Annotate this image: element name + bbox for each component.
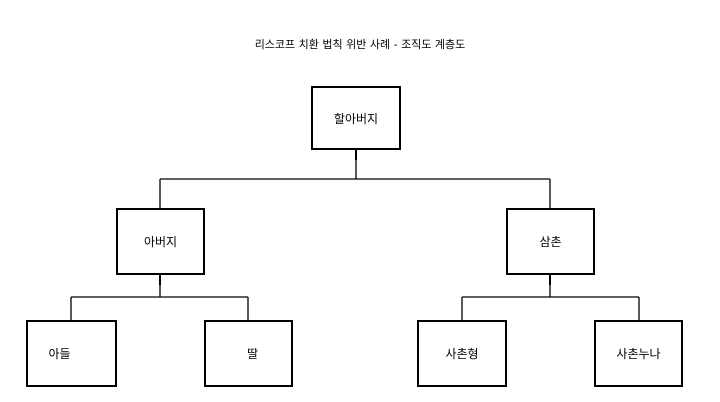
node-cousin-sister: 사촌누나	[594, 320, 683, 387]
node-cousin-sister-label: 사촌누나	[616, 347, 661, 361]
node-daughter-label: 딸	[246, 347, 259, 361]
node-son: 아들	[26, 320, 117, 387]
node-uncle: 삼촌	[506, 208, 595, 275]
node-cousin-brother-label: 사촌형	[445, 347, 479, 361]
node-grandfather: 할아버지	[311, 86, 401, 150]
diagram-title: 리스코프 치환 법칙 위반 사례 - 조직도 계층도	[254, 38, 466, 51]
node-uncle-label: 삼촌	[539, 235, 562, 249]
node-son-label: 아들	[48, 347, 71, 361]
node-father: 아버지	[116, 208, 205, 275]
node-daughter: 딸	[204, 320, 293, 387]
node-cousin-brother: 사촌형	[417, 320, 507, 387]
node-grandfather-label: 할아버지	[333, 111, 379, 126]
node-father-label: 아버지	[143, 235, 178, 249]
